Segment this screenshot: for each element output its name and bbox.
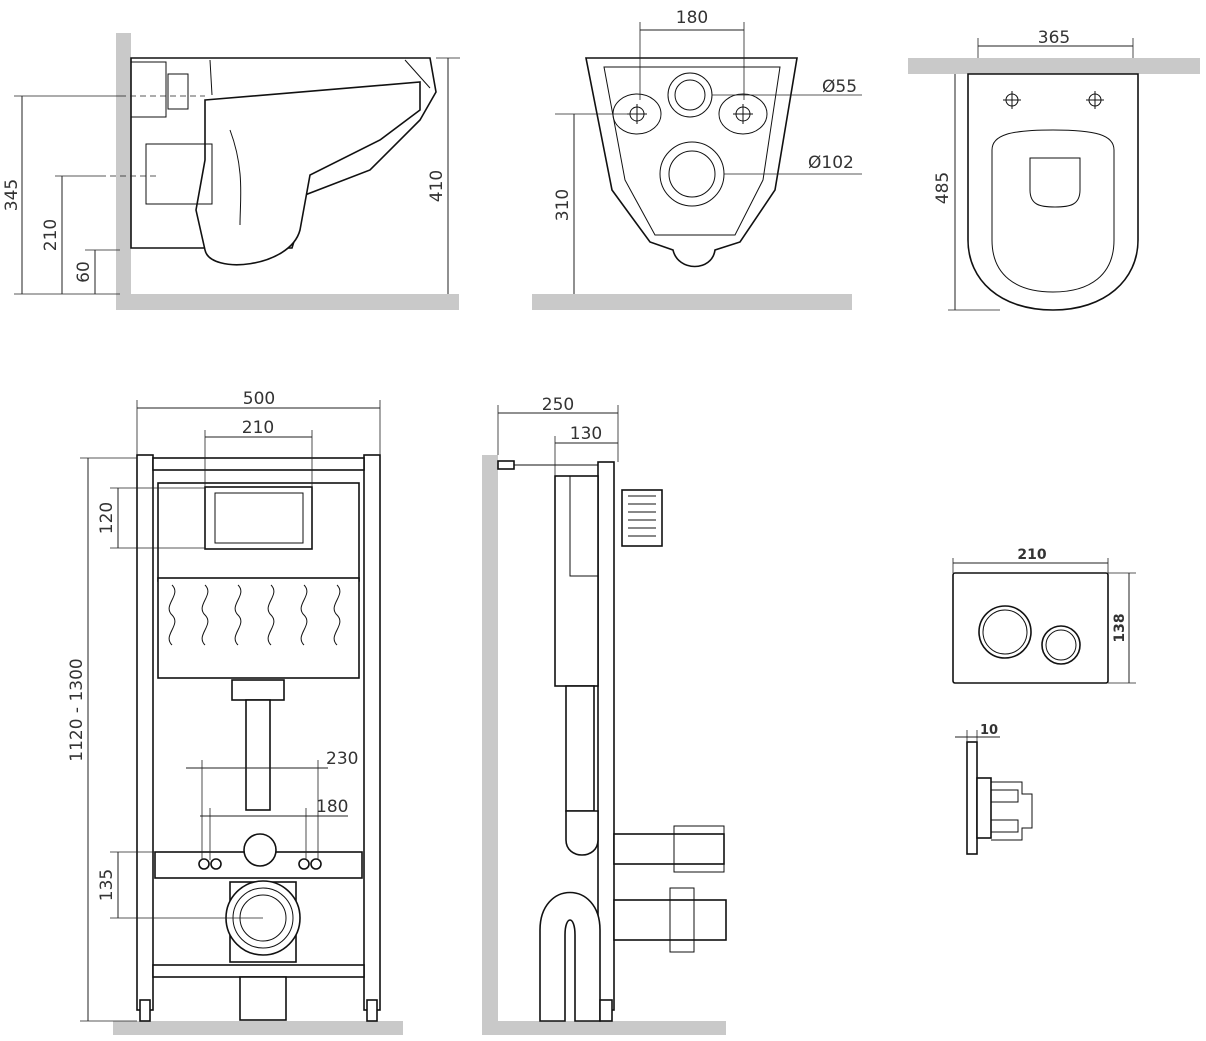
frame-side-view: 250 130 xyxy=(482,395,727,1035)
insulation-waves xyxy=(168,584,341,646)
dim-410: 410 xyxy=(427,170,447,202)
bowl-rear-inner xyxy=(603,66,781,236)
frame-right-post xyxy=(363,454,381,1011)
dim-d55: Ø55 xyxy=(822,77,857,97)
dim-310: 310 xyxy=(553,189,573,221)
dim-365: 365 xyxy=(1038,28,1070,48)
flush-plate-profile xyxy=(966,741,978,855)
flush-pipe-side xyxy=(565,685,595,812)
flush-plate-view: 210 138 10 xyxy=(952,547,1136,855)
dim-210-frame: 210 xyxy=(242,418,274,438)
wall-top xyxy=(908,58,1200,74)
stud-4 xyxy=(310,858,322,870)
dim-230: 230 xyxy=(326,749,358,769)
floor xyxy=(532,294,852,310)
bowl-inner-line xyxy=(209,59,431,226)
frame-left-post xyxy=(136,454,154,1011)
dim-180-rear: 180 xyxy=(676,8,708,28)
flush-pipe-connector xyxy=(231,679,285,701)
dim-210-side: 210 xyxy=(41,219,61,251)
floor xyxy=(116,294,459,310)
inspection-opening xyxy=(204,486,313,550)
flush-button-small xyxy=(1041,625,1081,665)
rear-bowl-view: 180 Ø55 Ø102 310 xyxy=(532,8,862,310)
frame-bottom-rail xyxy=(152,964,365,978)
flush-pipe xyxy=(245,699,271,811)
fixing-hole-right xyxy=(718,93,768,135)
stud-3 xyxy=(298,858,310,870)
dim-210-plate: 210 xyxy=(1017,547,1046,563)
flush-button-large xyxy=(978,605,1032,659)
dim-d102: Ø102 xyxy=(808,153,854,173)
floor xyxy=(113,1021,403,1035)
cistern-lower xyxy=(157,577,360,679)
flush-plate-side xyxy=(621,489,663,547)
dim-120: 120 xyxy=(97,502,117,534)
foot-right xyxy=(366,999,378,1022)
top-bowl-view: 365 485 xyxy=(908,28,1200,311)
cistern-side xyxy=(554,475,599,687)
dim-130: 130 xyxy=(570,424,602,444)
outlet-socket xyxy=(145,143,213,205)
frame-front-view: 500 210 120 1120 - 1300 230 180 135 xyxy=(67,389,403,1035)
dim-138: 138 xyxy=(1112,613,1128,642)
stud-2 xyxy=(210,858,222,870)
bowl-rear-outline xyxy=(585,57,798,268)
bowl-top-outline xyxy=(967,73,1139,311)
dim-60: 60 xyxy=(74,261,94,283)
dim-250: 250 xyxy=(542,395,574,415)
inlet-socket xyxy=(130,61,167,118)
dim-485: 485 xyxy=(933,172,953,204)
inlet-connector xyxy=(243,833,277,867)
floor xyxy=(482,1021,726,1035)
stud-1 xyxy=(198,858,210,870)
foot-left xyxy=(139,999,151,1022)
dim-180-frame: 180 xyxy=(316,797,348,817)
wall xyxy=(116,33,131,310)
drain-bend-side xyxy=(539,891,601,1022)
dim-10: 10 xyxy=(980,723,998,738)
inlet-socket-inner xyxy=(167,73,189,110)
wall xyxy=(482,455,498,1035)
dim-1120-1300: 1120 - 1300 xyxy=(67,658,87,761)
dim-345: 345 xyxy=(2,179,22,211)
drain-pipe xyxy=(239,976,287,1021)
dim-135: 135 xyxy=(97,869,117,901)
frame-top-rail xyxy=(152,457,365,471)
dim-500: 500 xyxy=(243,389,275,409)
side-bowl-view: 345 210 60 410 xyxy=(2,33,460,310)
bowl-basin xyxy=(195,81,421,266)
bend-pipe-side xyxy=(565,810,599,856)
foot-side xyxy=(599,999,613,1022)
seat-outline xyxy=(991,129,1115,293)
bowl-opening xyxy=(1029,157,1081,208)
inlet-pipe-side xyxy=(613,833,725,865)
plate-mount xyxy=(991,781,1033,841)
